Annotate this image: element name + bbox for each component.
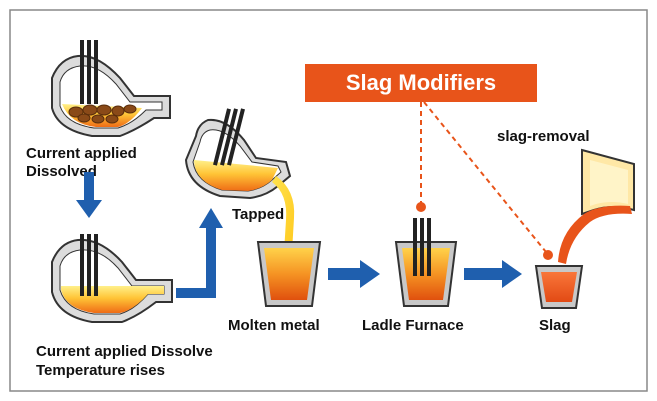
ladle-furnace-dose-point	[416, 202, 426, 212]
step2-label-line2: Temperature rises	[36, 362, 165, 379]
scrap-pieces	[68, 104, 137, 124]
molten-metal-label: Molten metal	[228, 317, 320, 334]
step1-label-line1: Current applied	[26, 145, 137, 162]
slag-pot-icon	[534, 265, 584, 309]
flow-arrow-icon	[176, 208, 223, 298]
slag-modifier-lines	[420, 101, 547, 253]
tapped-label: Tapped	[232, 206, 284, 223]
electrode-icon	[213, 108, 245, 166]
step2-label-line1: Current applied Dissolve	[36, 343, 213, 360]
flow-arrow-icon	[464, 260, 522, 288]
flow-arrow-icon	[328, 260, 380, 288]
flow-arrow-icon	[76, 172, 102, 218]
slag-removal-label: slag-removal	[497, 128, 590, 145]
electrode-icon	[80, 234, 98, 296]
electrode-icon	[80, 40, 98, 104]
electrode-icon	[413, 218, 431, 276]
arc-furnace-icon	[51, 234, 173, 323]
tilting-furnace-icon	[184, 108, 292, 200]
ladle-icon	[394, 218, 458, 307]
slag-pour-stream	[558, 205, 632, 264]
ladle-furnace-label: Ladle Furnace	[362, 317, 464, 334]
arc-furnace-icon	[51, 40, 171, 137]
pour-stream	[272, 176, 295, 252]
slag-dose-point	[543, 250, 553, 260]
slag-label: Slag	[539, 317, 571, 334]
ladle-icon	[256, 241, 322, 307]
slag-modifiers-badge	[305, 64, 537, 102]
slag-modifiers-label: Slag Modifiers	[346, 70, 496, 95]
step1-label-line2: Dissolved	[26, 163, 97, 180]
